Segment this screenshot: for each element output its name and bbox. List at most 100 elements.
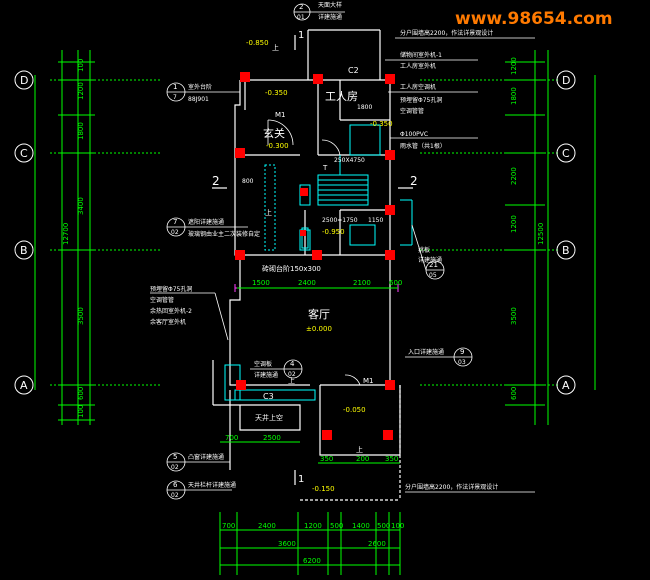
top-note-2: 天面大样 (318, 1, 342, 9)
mid-dim-3: 2100 (353, 279, 371, 287)
left-dim-7: 100 (77, 405, 85, 418)
small-1800: 1800 (357, 104, 372, 111)
callout-21-num: 21 (429, 261, 438, 269)
bottom-dim-3: 1200 (304, 522, 322, 530)
right-axis-system (420, 50, 596, 425)
column (300, 188, 308, 196)
top-ref-num: 2 (299, 3, 303, 11)
axis-label-a-right: A (562, 379, 570, 392)
callout-4-sub: 02 (288, 371, 296, 378)
callout-4-a: 空调板 (254, 360, 272, 368)
step-note: 砖砌台阶150x300 (262, 264, 321, 273)
callout-3-a: 预埋留Φ75孔洞 (150, 285, 192, 293)
callout-2-b: 玻璃钢由业主二次装修自定 (188, 230, 260, 238)
structural-columns (235, 72, 395, 440)
small-1150: 1150 (368, 217, 383, 224)
column (235, 250, 245, 260)
callout-4-b: 详建施通 (254, 371, 278, 379)
door-label-m1-bottom: M1 (363, 377, 374, 385)
lower-dim-5: 350 (385, 455, 398, 463)
axis-label-c-right: C (562, 147, 570, 160)
bottom-dim-6: 500 (377, 522, 390, 530)
up-label-4: 上 (356, 445, 363, 454)
up-label-2: 上 (265, 208, 272, 217)
left-dim-3: 1800 (77, 122, 85, 140)
axis-label-a-left: A (20, 379, 28, 392)
callout-9-num: 9 (460, 348, 464, 356)
axis-bubble-b-left (14, 240, 34, 260)
lower-dim-4: 200 (356, 455, 369, 463)
left-dim-labels: 100 1200 1800 3400 3500 600 100 12700 (62, 59, 85, 418)
left-dim-6: 600 (77, 387, 85, 400)
column (385, 74, 395, 84)
axis-bubble-a-left (14, 375, 34, 395)
callout-4-num: 4 (290, 360, 295, 368)
mid-dim-1: 1500 (252, 279, 270, 287)
window-label-c2: C2 (348, 66, 359, 75)
callout-21-sub: 05 (429, 272, 437, 279)
watermark: www.98654.com (455, 9, 613, 29)
right-note-b: 储物间室外机-1 (400, 51, 442, 59)
bottom-dimension-lines (219, 512, 401, 575)
level-stair: -0.950 (322, 228, 345, 236)
callout-leaders (150, 3, 535, 500)
up-label-3: 上 (288, 376, 295, 385)
room-label-workroom: 工人房 (325, 90, 358, 103)
right-dim-5: 3500 (510, 307, 518, 325)
door-label-m1-top: M1 (275, 111, 286, 119)
axis-label-b-left: B (20, 244, 28, 257)
callout-9-sub: 03 (458, 359, 466, 366)
right-note-e: 预埋留Φ75孔洞 (400, 96, 442, 104)
callout-3-c: 余热回室外机-2 (150, 307, 192, 315)
small-800: 800 (242, 178, 254, 185)
room-label-entry: 玄关 (263, 126, 285, 140)
level-bottom-right: -0.050 (343, 406, 366, 414)
level-living: ±0.000 (306, 325, 332, 333)
bottom-note: 分户围墙高2200，作法详景观设计 (405, 483, 498, 491)
callout-2-a: 遮阳详建施通 (188, 218, 224, 226)
axis-bubble-d-right (556, 70, 576, 90)
left-axis-bubbles (14, 70, 34, 395)
right-note-g: Φ100PVC (400, 131, 428, 138)
bottom-dim-labels: 700 2400 1200 500 1400 500 100 3600 2600… (222, 522, 404, 565)
column (236, 380, 246, 390)
win-note: 250X4750 (334, 157, 365, 164)
callout-6-a: 天井栏杆详建施通 (188, 481, 236, 489)
bottom-dim-2: 2400 (258, 522, 276, 530)
right-dim-1: 1200 (510, 57, 518, 75)
right-dim-labels: 1200 1800 2200 1200 3500 600 12500 (510, 57, 545, 400)
level-entry: -0.300 (266, 142, 289, 150)
left-dim-total: 12700 (62, 223, 70, 245)
column (312, 250, 322, 260)
callout-21-a: 挑板 (418, 246, 430, 254)
axis-label-c-left: C (20, 147, 28, 160)
left-dim-2: 1200 (77, 82, 85, 100)
column (385, 380, 395, 390)
right-note-f: 空调管管 (400, 107, 424, 115)
callout-5-a: 凸窗详建施通 (188, 453, 224, 461)
column (313, 74, 323, 84)
callout-6-num: 6 (173, 481, 178, 489)
level-right-upper: -0.350 (370, 120, 393, 128)
axis-bubble-a-right (556, 375, 576, 395)
right-dim-3: 2200 (510, 167, 518, 185)
axis-label-d-left: D (20, 74, 28, 87)
left-dim-5: 3500 (77, 307, 85, 325)
lower-dim-3: 350 (320, 455, 333, 463)
right-dim-2: 1800 (510, 87, 518, 105)
callout-5-sub: 02 (171, 464, 179, 471)
lower-dim-1: 700 (225, 434, 238, 442)
column (385, 150, 395, 160)
right-note-d: 工人房空调机 (400, 83, 436, 91)
top-ref-sub: 01 (297, 14, 305, 21)
mid-dim-4: 600 (389, 279, 402, 287)
level-bottom: -0.150 (312, 485, 335, 493)
up-label-1: 上 (272, 43, 279, 52)
right-dim-total: 12500 (537, 223, 545, 245)
callout-6-sub: 02 (171, 492, 179, 499)
right-axis-bubbles (556, 70, 576, 395)
left-axis-system (34, 50, 160, 425)
left-dim-1: 100 (77, 59, 85, 72)
callout-9-a: 入口详建施通 (408, 348, 444, 356)
lower-dim-2: 2500 (263, 434, 281, 442)
